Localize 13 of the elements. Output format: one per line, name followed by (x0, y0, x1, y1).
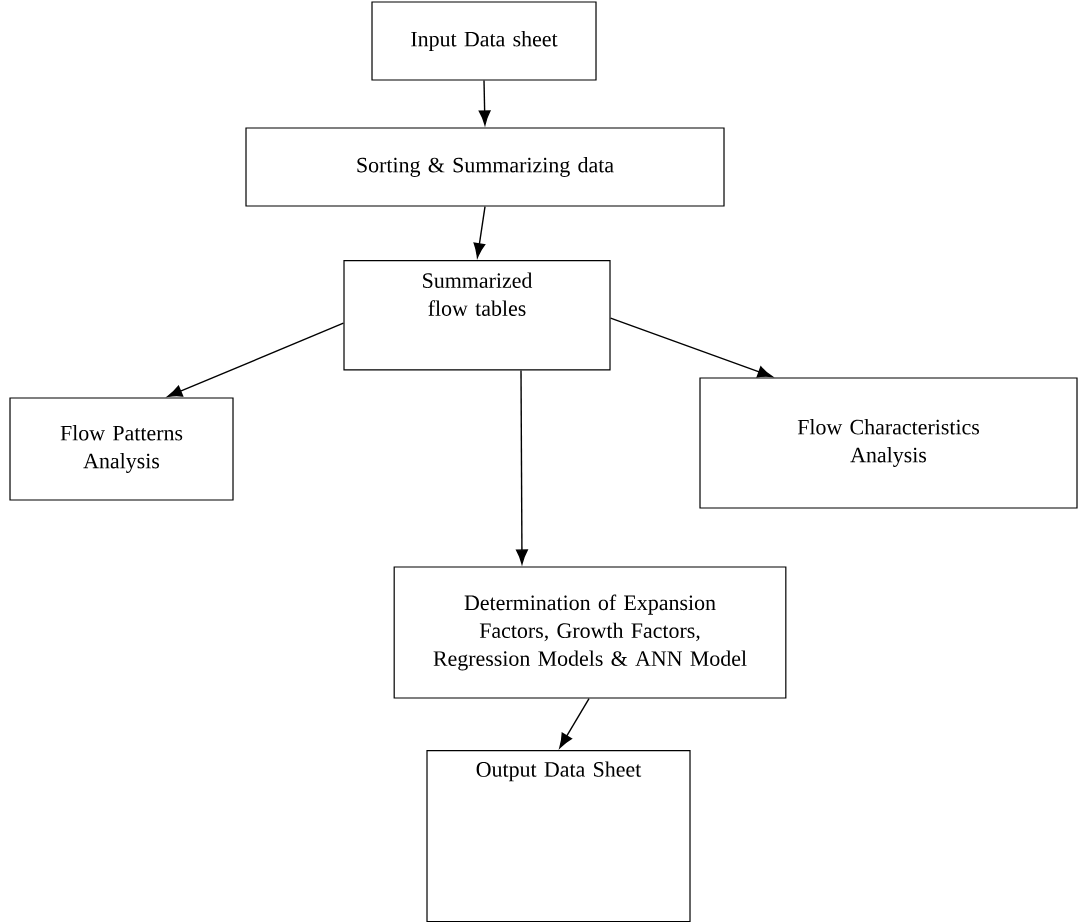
arrow (609, 317, 773, 378)
arrow (515, 369, 528, 565)
process-box: Input Data sheet (371, 1, 597, 81)
process-box: Summarized flow tables (343, 260, 611, 371)
process-box: Determination of Expansion Factors, Growth Factors, Regression Models & ANN Model (393, 566, 787, 699)
process-box: Flow Characteristics Analysis (699, 377, 1078, 509)
arrow (559, 697, 590, 749)
process-box: Flow Patterns Analysis (9, 397, 234, 501)
arrow (478, 79, 491, 126)
arrow (473, 205, 486, 258)
process-box: Sorting & Summarizing data (245, 127, 725, 207)
process-box: Output Data Sheet (426, 750, 691, 922)
arrow (167, 322, 345, 397)
